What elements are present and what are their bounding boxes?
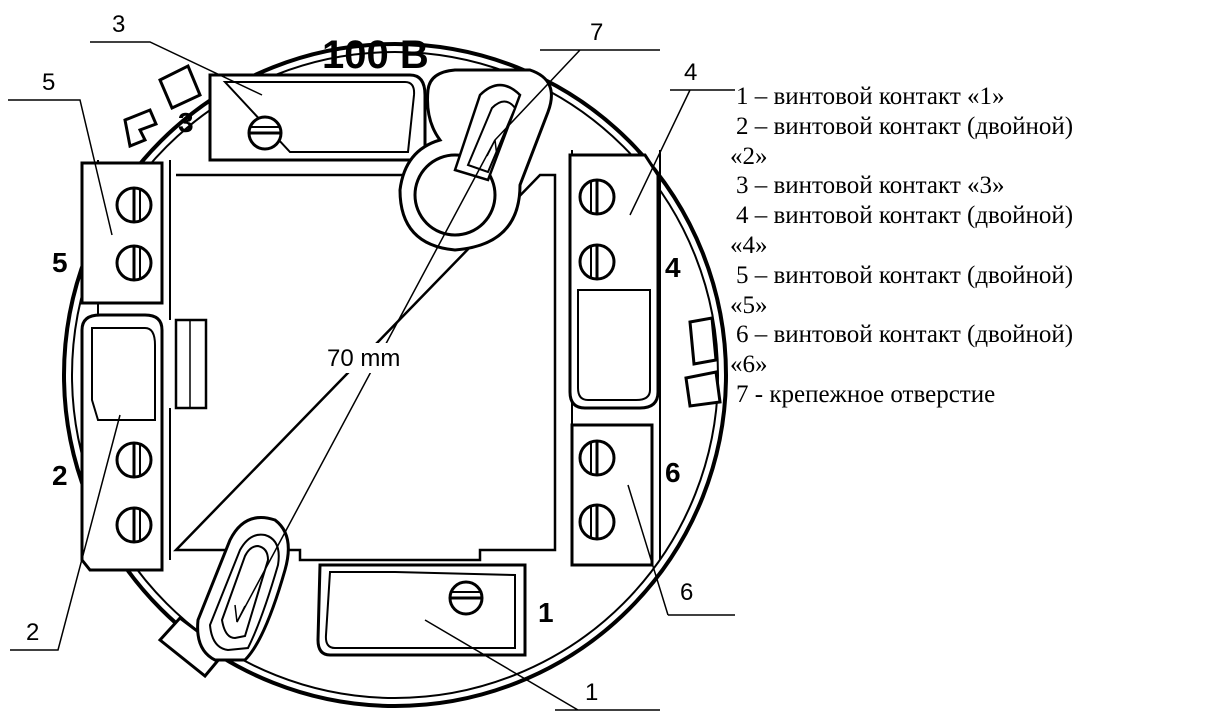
callout-5: 5	[42, 69, 55, 96]
legend-item: 1 – винтовой контакт «1»	[736, 83, 1005, 110]
dimension-label: 70 mm	[327, 345, 400, 372]
callout-4: 4	[684, 59, 697, 86]
dimension-label-bg	[322, 343, 422, 373]
terminal-2	[80, 313, 164, 572]
terminal-number-3: 3	[178, 107, 194, 138]
legend-item: 5 – винтовой контакт (двойной)	[736, 261, 1074, 289]
legend-item: 4 – винтовой контакт (двойной)	[736, 202, 1074, 230]
mounting-hole-upper	[398, 68, 553, 252]
mounting-hole-lower	[196, 516, 290, 662]
terminal-number-6: 6	[665, 457, 681, 488]
legend: 1 – винтовой контакт «1» 2 – винтовой ко…	[730, 82, 1201, 410]
leader-lines	[8, 41, 735, 711]
terminal-6	[570, 423, 654, 567]
legend-item: «4»	[730, 231, 768, 259]
terminal-number-1: 1	[538, 597, 554, 628]
legend-item: 7 - крепежное отверстие	[736, 380, 996, 408]
legend-item: «2»	[730, 142, 768, 170]
callout-labels: 3 5 7 4 6 2 1	[26, 11, 697, 706]
terminal-number-2: 2	[52, 460, 68, 491]
callout-6: 6	[680, 579, 693, 606]
terminal-1	[316, 563, 527, 657]
legend-item: 3 – винтовой контакт «3»	[736, 172, 1005, 200]
voltage-marking: 100 В	[322, 33, 429, 77]
terminal-3	[208, 73, 427, 162]
rim-tabs	[123, 63, 722, 679]
callout-2: 2	[26, 619, 39, 646]
legend-item: 2 – винтовой контакт (двойной)	[736, 112, 1074, 140]
terminal-number-5: 5	[52, 247, 68, 278]
callout-3: 3	[112, 11, 125, 38]
callout-1: 1	[585, 679, 598, 706]
terminal-number-4: 4	[665, 252, 681, 283]
callout-7: 7	[590, 19, 603, 46]
legend-item: 6 – винтовой контакт (двойной)	[736, 321, 1074, 349]
terminal-5	[80, 161, 164, 305]
terminal-number-labels: 3 5 2 4 6 1	[52, 107, 681, 628]
base-outline	[62, 42, 728, 708]
dimension-line	[234, 139, 498, 623]
terminal-4	[568, 153, 660, 410]
legend-item: «5»	[730, 291, 768, 319]
legend-item: «6»	[730, 351, 768, 379]
